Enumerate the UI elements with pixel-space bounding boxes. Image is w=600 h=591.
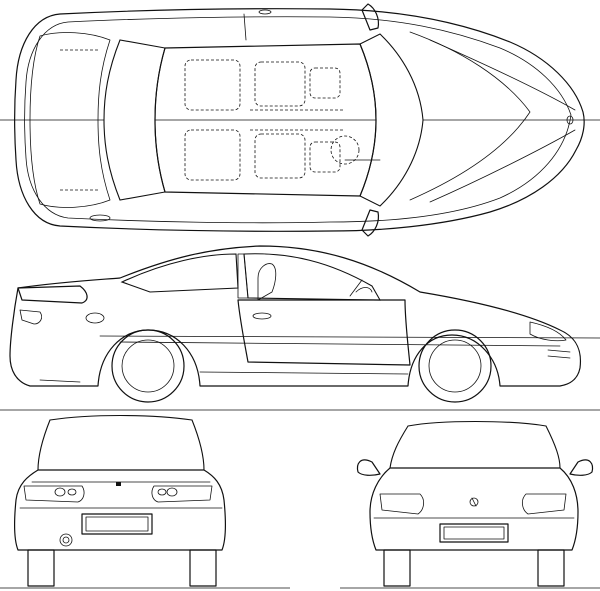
front-windshield [389,420,561,469]
front-emblem [469,497,479,507]
side-rear-wheel [111,329,185,403]
top-console [250,109,345,131]
rear-tire-right [189,549,217,587]
side-rear-wheel-rim [121,339,175,393]
front-view [340,420,600,589]
top-body-inner [24,16,572,224]
top-rear-seat-right [184,129,241,181]
front-tire-right [537,549,565,587]
side-fuel-cap [85,312,105,324]
top-hood-crease-lower [429,129,576,203]
top-mirror-upper [361,3,380,31]
rear-exhaust-inner [62,536,70,544]
side-b-pillar [237,253,249,299]
front-headlight-right [522,493,567,515]
side-view [0,245,600,411]
side-door-handle [252,312,272,320]
top-antenna [243,13,247,41]
front-headlight-left [379,493,424,515]
front-tire-left [383,549,411,587]
rear-tail-light-right [151,485,213,503]
side-front-wheel [418,329,492,403]
top-emblem [566,115,574,125]
rear-tire-left [27,549,55,587]
top-fuel-door [89,214,111,222]
front-mirror-right [569,459,594,476]
side-head-light [529,321,567,342]
side-door-outline [237,299,411,366]
side-rear-window [120,253,239,293]
top-roof-marker [258,9,272,15]
rear-lamp-right-1 [166,487,178,497]
top-front-seat-left [254,61,306,107]
front-license-plate [439,523,509,543]
front-license-plate-inner [443,526,505,540]
side-rocker [199,371,409,375]
top-rear-seat-left [184,59,241,111]
rear-lamp-right-2 [157,488,167,496]
rear-license-plate-inner [85,516,149,532]
top-mirror-lower [361,209,380,237]
top-view [0,3,600,237]
side-exhaust [39,379,81,383]
rear-tail-light-left [23,485,85,503]
top-roof [154,43,377,197]
top-body-outline [13,8,585,232]
front-body-outline [369,467,579,551]
top-hood-line [409,31,531,201]
side-front-vent [547,349,571,359]
top-seat-back-right [309,141,341,173]
top-hood-crease-upper [429,39,576,111]
side-front-wheel-rim [428,339,482,393]
side-steering [349,279,373,297]
side-spoiler [17,285,88,304]
rear-license-plate [81,513,153,535]
side-door-window [243,253,381,301]
front-emblem-mark [471,497,477,507]
rear-exhaust [59,533,73,547]
top-trunk-lid [29,32,111,208]
top-seat-back-left [309,67,341,99]
front-mirror-left [356,459,381,476]
rear-lamp-left-2 [67,488,77,496]
side-moulding [99,335,600,347]
side-seat-silhouette [257,263,277,301]
rear-body-outline [14,469,226,551]
top-front-seat-right [254,133,306,179]
side-tail-light [19,309,42,325]
top-trunk-dashes [60,49,100,191]
side-body-outline [9,245,582,387]
top-steering-wheel [330,135,360,165]
rear-window [37,414,205,471]
rear-emblem [116,482,121,486]
rear-view [0,414,290,589]
rear-lamp-left-1 [54,487,66,497]
